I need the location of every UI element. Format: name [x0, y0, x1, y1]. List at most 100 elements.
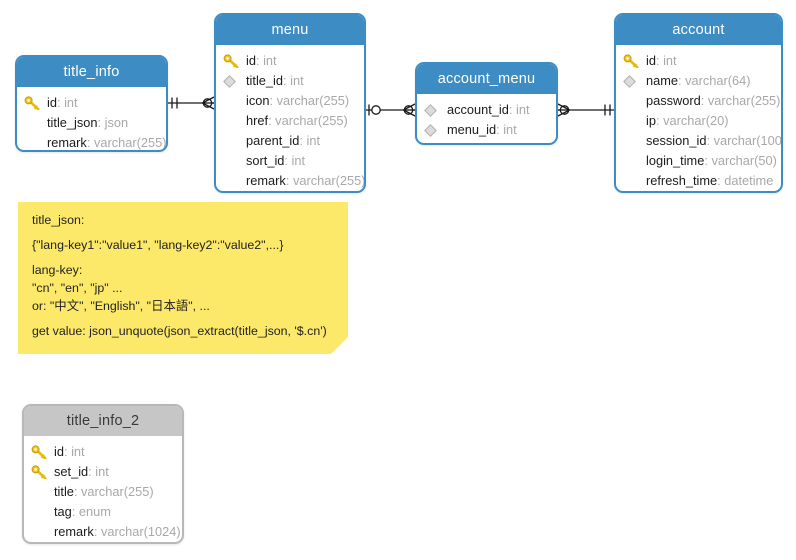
- relationship-account_menu-account[interactable]: [557, 96, 614, 124]
- note-fold-corner-icon: [331, 337, 348, 354]
- field-name: password: [646, 93, 701, 108]
- field-name: remark: [246, 173, 286, 188]
- field-name: sort_id: [246, 153, 285, 168]
- field-name: icon: [246, 93, 270, 108]
- field-type: : enum: [71, 504, 111, 519]
- field-name: account_id: [447, 102, 509, 117]
- field-row[interactable]: sort_id: int: [216, 151, 364, 171]
- field-name: name: [646, 73, 679, 88]
- field-name: id: [246, 53, 256, 68]
- field-row[interactable]: login_time: varchar(50): [616, 151, 781, 171]
- field-name: id: [47, 95, 57, 110]
- field-row[interactable]: parent_id: int: [216, 131, 364, 151]
- field-row[interactable]: title_id: int: [216, 71, 364, 91]
- field-type: : datetime: [717, 173, 774, 188]
- foreign-key-icon: [424, 104, 437, 117]
- primary-key-icon: [24, 96, 40, 110]
- entity-title-title_info: title_info: [17, 57, 166, 87]
- field-type: : int: [299, 133, 321, 148]
- field-type: : varchar(255): [269, 93, 350, 108]
- primary-key-icon: [223, 54, 239, 68]
- entity-title-title_info_2: title_info_2: [24, 406, 182, 436]
- field-row[interactable]: id: int: [24, 442, 182, 462]
- field-type: : int: [63, 444, 85, 459]
- field-type: : varchar(255): [268, 113, 348, 128]
- relationship-title_info-menu[interactable]: [168, 89, 215, 117]
- field-name: id: [646, 53, 656, 68]
- note-line: lang-key:: [32, 263, 83, 278]
- field-name: menu_id: [447, 122, 497, 137]
- note-line: or: "中文", "English", "日本語", ...: [32, 299, 210, 314]
- field-row[interactable]: set_id: int: [24, 462, 182, 482]
- field-row[interactable]: id: int: [17, 93, 166, 113]
- field-row[interactable]: name: varchar(64): [616, 71, 781, 91]
- foreign-key-icon: [424, 124, 437, 137]
- field-name: title: [54, 484, 74, 499]
- field-name: remark: [54, 524, 94, 539]
- field-row[interactable]: id: int: [216, 51, 364, 71]
- field-type: : int: [255, 53, 277, 68]
- sticky-note-title_json_note[interactable]: title_json: {"lang-key1":"value1", "lang-…: [18, 202, 348, 354]
- field-type: : varchar(64): [678, 73, 751, 88]
- note-line: {"lang-key1":"value1", "lang-key2":"valu…: [32, 238, 284, 253]
- field-row[interactable]: icon: varchar(255): [216, 91, 364, 111]
- field-row[interactable]: remark: varchar(255): [216, 171, 364, 191]
- note-line: get value: json_unquote(json_extract(tit…: [32, 324, 327, 339]
- field-row[interactable]: refresh_time: datetime: [616, 171, 781, 191]
- primary-key-icon: [31, 465, 47, 479]
- field-row[interactable]: menu_id: int: [417, 120, 556, 140]
- relationship-menu-account_menu[interactable]: [366, 96, 416, 124]
- field-name: ip: [646, 113, 656, 128]
- field-name: refresh_time: [646, 173, 718, 188]
- field-name: title_id: [246, 73, 283, 88]
- field-row[interactable]: remark: varchar(255): [17, 133, 166, 150]
- field-type: : varchar(100): [706, 133, 783, 148]
- field-name: id: [54, 444, 64, 459]
- field-type: : varchar(255): [73, 484, 154, 499]
- field-type: : int: [56, 95, 78, 110]
- field-name: tag: [54, 504, 72, 519]
- field-name: set_id: [54, 464, 89, 479]
- field-row[interactable]: tag: enum: [24, 502, 182, 522]
- field-name: parent_id: [246, 133, 300, 148]
- field-row[interactable]: account_id: int: [417, 100, 556, 120]
- field-row[interactable]: ip: varchar(20): [616, 111, 781, 131]
- entity-title-account: account: [616, 15, 781, 45]
- field-type: : int: [284, 153, 306, 168]
- field-type: : int: [283, 73, 304, 88]
- field-name: remark: [47, 135, 87, 150]
- field-row[interactable]: session_id: varchar(100): [616, 131, 781, 151]
- primary-key-icon: [623, 54, 639, 68]
- field-type: : varchar(255): [285, 173, 366, 188]
- entity-title-account_menu: account_menu: [417, 64, 556, 94]
- field-row[interactable]: href: varchar(255): [216, 111, 364, 131]
- field-type: : varchar(50): [704, 153, 777, 168]
- field-row[interactable]: title_json: json: [17, 113, 166, 133]
- field-row[interactable]: remark: varchar(1024): [24, 522, 182, 542]
- field-type: : int: [655, 53, 677, 68]
- note-line: "cn", "en", "jp" ...: [32, 281, 123, 296]
- field-row[interactable]: title: varchar(255): [24, 482, 182, 502]
- field-type: : int: [496, 122, 517, 137]
- field-type: : varchar(255): [700, 93, 781, 108]
- field-type: : int: [88, 464, 109, 479]
- field-type: : json: [97, 115, 129, 130]
- note-line: title_json:: [32, 213, 85, 227]
- field-row[interactable]: id: int: [616, 51, 781, 71]
- field-type: : int: [508, 102, 530, 117]
- foreign-key-icon: [623, 75, 636, 88]
- field-name: login_time: [646, 153, 705, 168]
- field-row[interactable]: password: varchar(255): [616, 91, 781, 111]
- entity-title-menu: menu: [216, 15, 364, 45]
